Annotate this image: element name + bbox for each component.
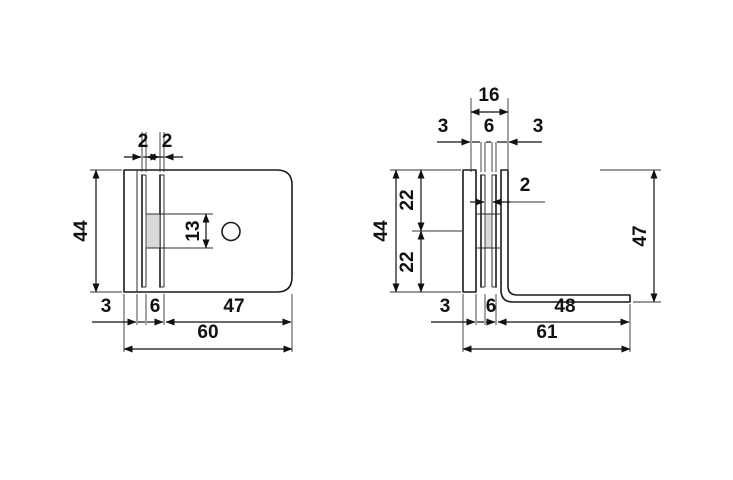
side-view-l-bracket (500, 169, 631, 303)
side-dim-label-3-top-left: 3 (438, 116, 449, 137)
side-dim-label-22-upper: 22 (397, 189, 418, 210)
front-dim-label-2a: 2 (138, 131, 149, 152)
side-view-geometry (462, 169, 631, 303)
side-dim-label-61: 61 (536, 322, 558, 343)
front-dim-label-13: 13 (183, 220, 204, 241)
side-dim-label-3-bottom: 3 (440, 296, 451, 317)
front-dim-label-2b: 2 (162, 131, 173, 152)
side-dim-label-44: 44 (371, 220, 392, 242)
front-view-geometry (123, 169, 293, 293)
side-view-dimensions: 16 3 6 3 44 22 (371, 85, 661, 353)
side-dim-label-47: 47 (630, 225, 651, 246)
front-dim-label-44: 44 (71, 220, 92, 242)
side-dim-label-16: 16 (478, 85, 499, 106)
side-dim-label-22-lower: 22 (397, 251, 418, 272)
side-view-gasket-pad (484, 213, 493, 249)
side-dim-label-2: 2 (520, 175, 531, 196)
side-dim-label-6-top: 6 (484, 116, 495, 137)
front-dim-label-6: 6 (150, 296, 161, 317)
side-dim-label-48: 48 (554, 296, 575, 317)
side-dim-label-3-top-right: 3 (533, 116, 544, 137)
front-dim-label-3: 3 (101, 296, 112, 317)
front-view-fixing-hole (221, 221, 241, 242)
front-view-dimensions: 2 2 44 13 3 6 47 (71, 131, 293, 353)
front-view-gasket-pad (145, 213, 161, 249)
side-view-wall-plate (462, 169, 477, 293)
front-dim-label-47: 47 (223, 296, 244, 317)
front-dim-label-60: 60 (197, 322, 218, 343)
side-dim-label-6-bottom: 6 (486, 296, 497, 317)
front-view-body-outline (123, 169, 293, 293)
